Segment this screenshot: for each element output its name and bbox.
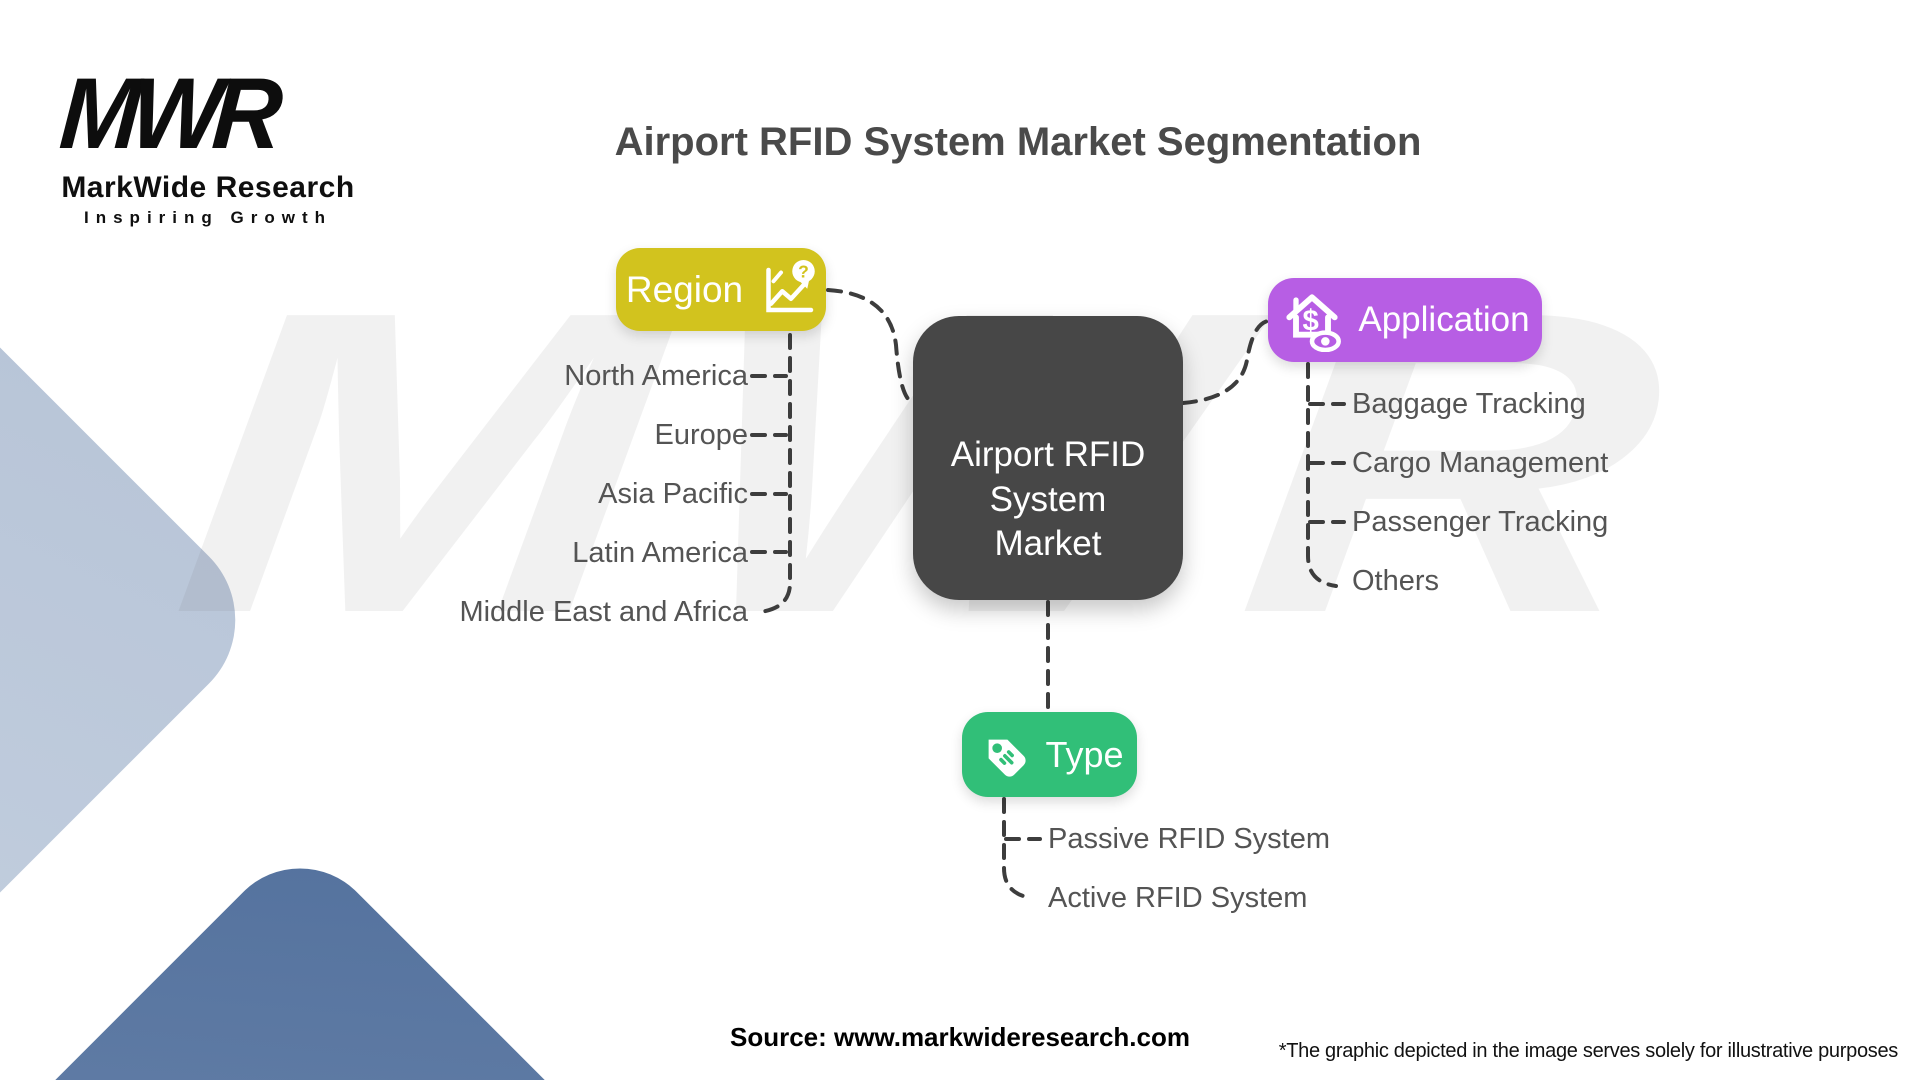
application-item-list: Baggage Tracking Cargo Management Passen… — [1352, 375, 1608, 611]
type-label: Type — [1045, 733, 1124, 775]
application-item: Passenger Tracking — [1352, 506, 1609, 538]
region-item: Asia Pacific — [598, 478, 748, 510]
type-item-list: Passive RFID System Active RFID System — [1048, 810, 1330, 928]
node-region: Region ? — [616, 248, 826, 331]
node-application: $ Application — [1268, 278, 1542, 362]
region-item: North America — [564, 360, 748, 392]
dollar-glyph: $ — [1303, 305, 1319, 338]
question-glyph: ? — [798, 261, 809, 281]
application-item: Baggage Tracking — [1352, 388, 1586, 420]
tag-icon — [989, 739, 1026, 777]
application-item: Cargo Management — [1352, 447, 1609, 479]
logo-mark: MWR — [56, 57, 278, 171]
page-title: Airport RFID System Market Segmentation — [614, 120, 1422, 164]
type-item: Passive RFID System — [1048, 823, 1330, 855]
application-label: Application — [1358, 300, 1530, 339]
node-central-market: Airport RFID System Market — [913, 316, 1183, 600]
region-item: Europe — [654, 419, 748, 451]
region-item: Latin America — [572, 537, 748, 569]
house-dollar-eye-icon: $ — [1286, 294, 1342, 352]
region-label: Region — [625, 268, 744, 310]
region-item: Middle East and Africa — [459, 596, 748, 628]
application-item: Others — [1352, 565, 1440, 597]
region-item-list: North America Europe Asia Pacific Latin … — [459, 347, 748, 642]
chart-question-icon: ? — [766, 259, 815, 312]
central-market-label: Airport RFID System Market — [950, 435, 1146, 564]
markwide-logo: MWR MarkWide Research Inspiring Growth — [56, 58, 358, 228]
connector-type-branch — [1002, 797, 1034, 900]
logo-tagline: Inspiring Growth — [84, 207, 332, 227]
disclaimer-text: *The graphic depicted in the image serve… — [1278, 1040, 1899, 1062]
logo-name: MarkWide Research — [61, 170, 355, 204]
type-item: Active RFID System — [1048, 882, 1308, 914]
node-type: Type — [962, 712, 1137, 797]
source-text: Source: www.markwideresearch.com — [729, 1022, 1190, 1052]
